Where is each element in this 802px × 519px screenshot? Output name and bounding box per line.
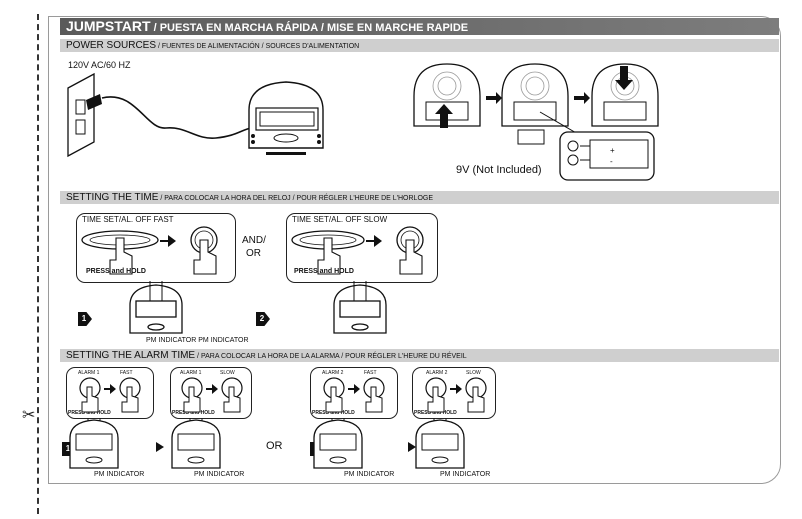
alarm-heading-es: / PARA COLOCAR LA HORA DE LA ALARMA	[195, 353, 342, 360]
pm-indicator-label: PM INDICATOR	[94, 471, 145, 478]
time-heading-fr: / POUR RÉGLER L'HEURE DE L'HORLOGE	[292, 195, 434, 202]
time-heading-en: SETTING THE TIME	[66, 192, 159, 203]
clock-radio-icon	[248, 81, 324, 155]
battery-minus-label: -	[610, 157, 613, 166]
arrow-down-icon	[615, 66, 633, 90]
arrow-right-icon	[486, 92, 590, 104]
arrow-right-icon	[366, 235, 382, 247]
instruction-panel	[48, 16, 781, 484]
clock-radio-icon	[333, 284, 387, 334]
and-or-label-1: AND/	[242, 235, 266, 246]
press-hold-label: PRESS and HOLD	[414, 410, 457, 416]
press-hold-label: PRESS and HOLD	[294, 268, 354, 275]
finger-press-icon	[193, 239, 217, 275]
voltage-label: 120V AC/60 HZ	[68, 60, 131, 70]
battery-note: 9V (Not Included)	[456, 164, 542, 176]
scissors-icon: ✂	[22, 407, 36, 424]
speed-button-label: SLOW	[466, 370, 481, 376]
page-title-translations: / PUESTA EN MARCHA RÁPIDA / MISE EN MARC…	[150, 22, 469, 34]
time-heading-es: / PARA COLOCAR LA HORA DEL RELOJ	[158, 195, 293, 202]
step-2-marker: 2	[256, 312, 270, 326]
speed-button-label: SLOW	[220, 370, 235, 376]
battery-install-illustration	[413, 63, 659, 181]
or-label: OR	[266, 440, 283, 452]
alarm-button-label: ALARM 2	[426, 370, 448, 376]
alarm-heading-en: SETTING THE ALARM TIME	[66, 350, 196, 361]
press-hold-label: PRESS and HOLD	[312, 410, 355, 416]
arrow-right-icon	[160, 235, 176, 247]
clock-radio-icon	[129, 284, 183, 334]
time-fast-label: TIME SET/AL. OFF FAST	[82, 215, 174, 224]
alarm-button-label: ALARM 2	[322, 370, 344, 376]
power-heading-fr: SOURCES D'ALIMENTATION	[265, 43, 360, 50]
alarm-section-heading: SETTING THE ALARM TIME / PARA COLOCAR LA…	[60, 349, 779, 362]
button-pair-icon	[79, 377, 141, 413]
time-section-heading: SETTING THE TIME / PARA COLOCAR LA HORA …	[60, 191, 779, 204]
alarm-heading-fr: / POUR RÉGLER L'HEURE DU RÉVEIL	[341, 353, 467, 360]
press-hold-label: PRESS and HOLD	[86, 268, 146, 275]
speed-button-label: FAST	[120, 370, 133, 376]
power-section-heading: POWER SOURCES / FUENTES DE ALIMENTACIÓN …	[60, 39, 779, 52]
time-slow-illustration	[291, 226, 424, 275]
power-heading-es: / FUENTES DE ALIMENTACIÓN /	[156, 43, 266, 50]
arrow-up-icon	[435, 104, 453, 128]
finger-press-icon	[317, 237, 341, 275]
power-cord-illustration	[67, 72, 324, 158]
time-fast-illustration	[81, 226, 218, 275]
finger-press-icon	[399, 239, 423, 275]
battery-plus-label: +	[610, 146, 615, 155]
alarm-illustrations	[69, 377, 487, 469]
alarm-button-label: ALARM 1	[180, 370, 202, 376]
page-title: JUMPSTART	[66, 18, 151, 34]
pm-indicator-label: PM INDICATOR	[194, 471, 245, 478]
speed-button-label: FAST	[364, 370, 377, 376]
title-bar: JUMPSTART / PUESTA EN MARCHA RÁPIDA / MI…	[60, 18, 779, 35]
cut-line	[37, 14, 39, 514]
wall-outlet-icon	[67, 72, 95, 158]
press-hold-label: PRESS and HOLD	[172, 410, 215, 416]
time-clocks-illustration	[129, 281, 387, 334]
clock-radio-icon	[69, 418, 119, 469]
press-hold-label: PRESS and HOLD	[68, 410, 111, 416]
pm-indicator-label: PM INDICATOR	[344, 471, 395, 478]
alarm-button-label: ALARM 1	[78, 370, 100, 376]
time-slow-label: TIME SET/AL. OFF SLOW	[292, 215, 388, 224]
pm-indicator-label: PM INDICATOR PM INDICATOR	[146, 337, 249, 344]
pm-indicator-label: PM INDICATOR	[440, 471, 491, 478]
power-heading-en: POWER SOURCES	[66, 40, 157, 51]
and-or-label-2: OR	[246, 248, 261, 259]
finger-press-icon	[109, 237, 133, 275]
step-1-marker: 1	[78, 312, 92, 326]
arrow-right-icon	[156, 442, 416, 452]
